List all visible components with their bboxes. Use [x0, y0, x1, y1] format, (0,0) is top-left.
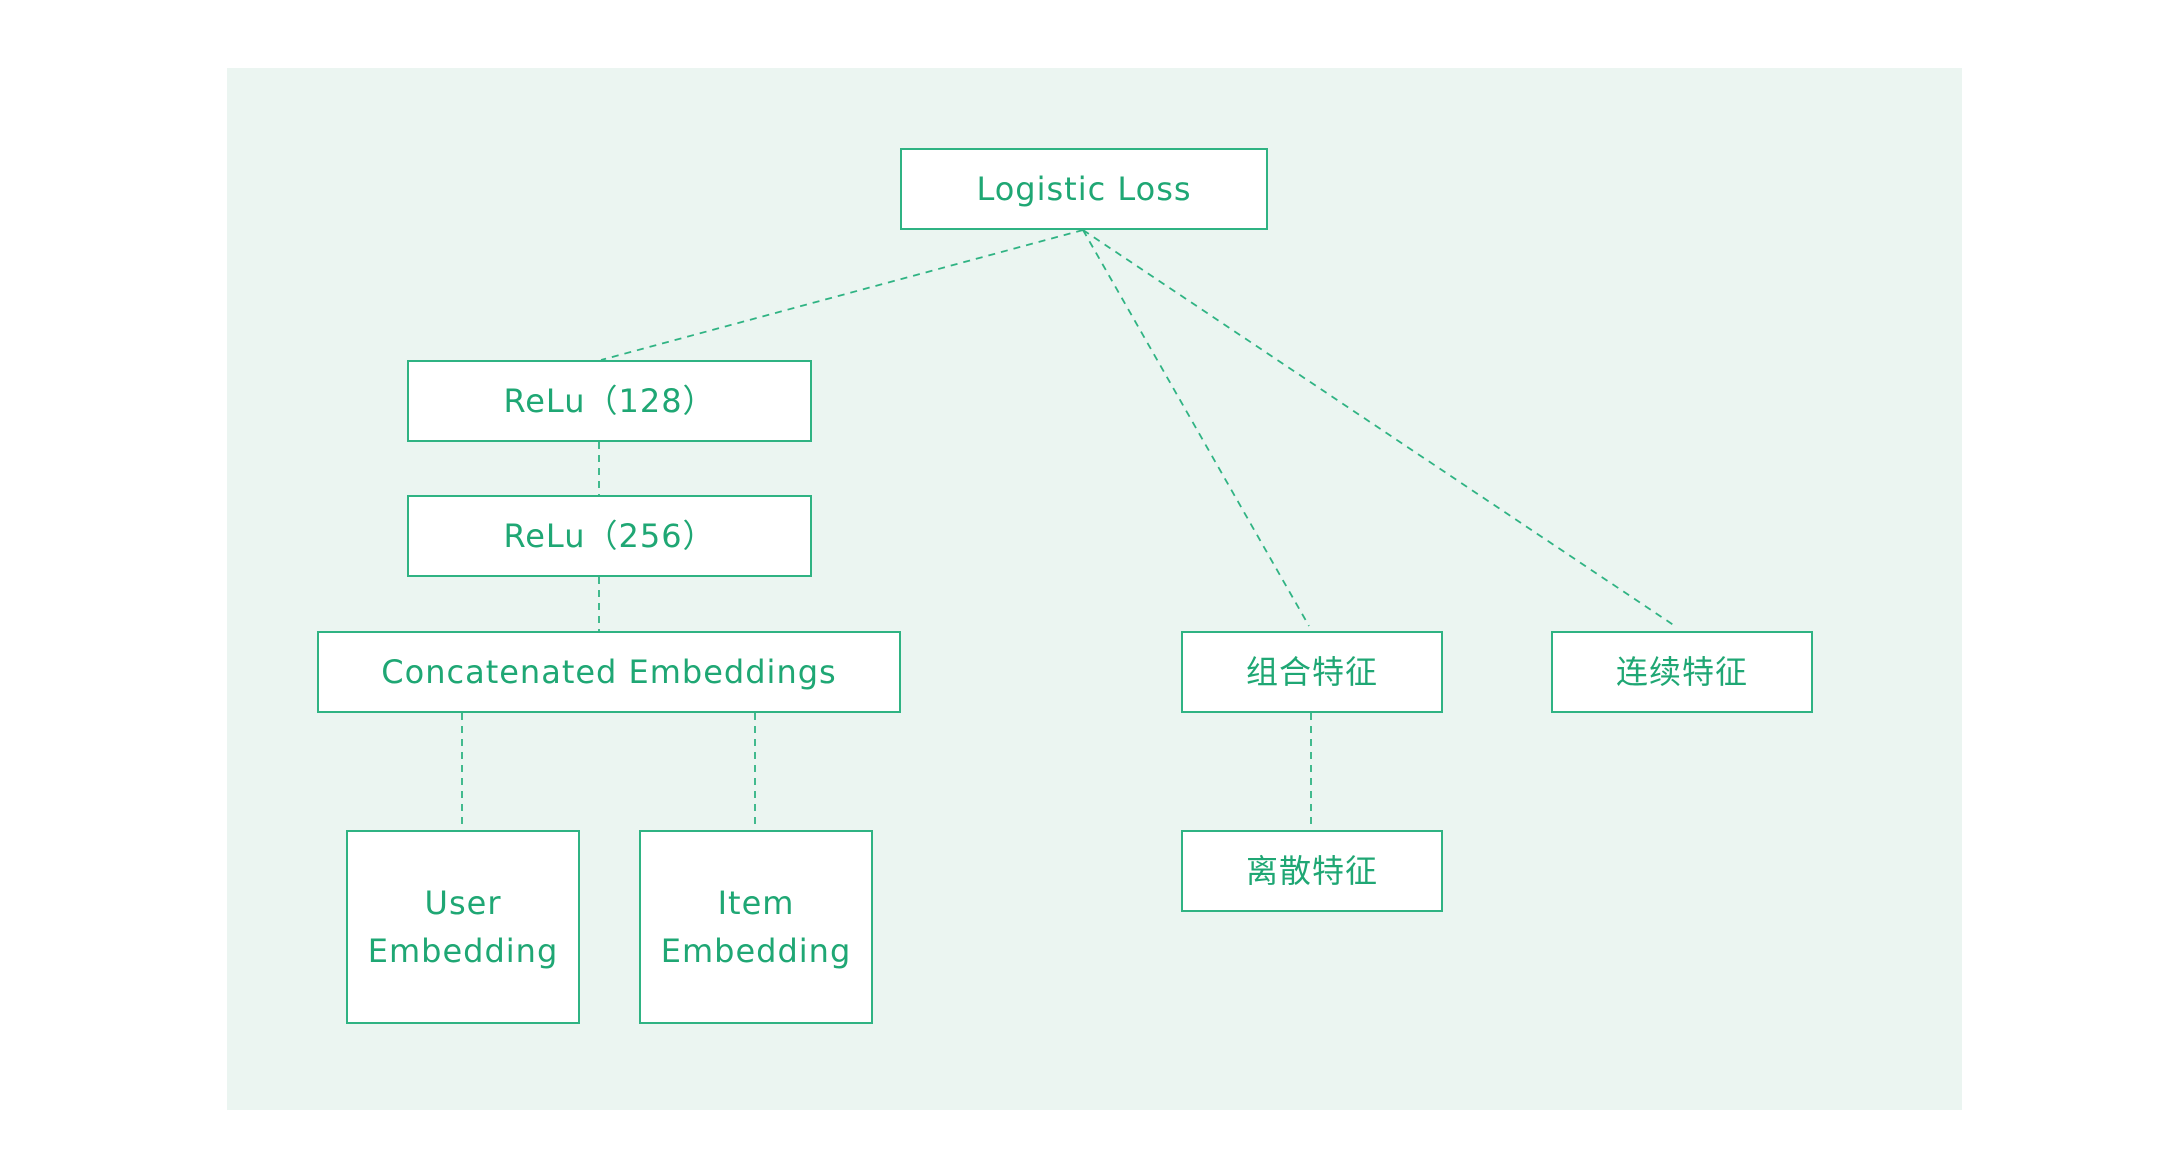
- relu-256-label: ReLu（256）: [503, 517, 716, 555]
- cross-features-node: 组合特征: [1181, 631, 1443, 713]
- relu-128-node: ReLu（128）: [407, 360, 812, 442]
- item-embedding-line-2: Embedding: [660, 932, 852, 970]
- discrete-features-node: 离散特征: [1181, 830, 1443, 912]
- discrete-features-label: 离散特征: [1245, 852, 1378, 890]
- edge-loss-continuous: [1082, 229, 1676, 627]
- logistic-loss-label: Logistic Loss: [976, 170, 1192, 208]
- continuous-features-label: 连续特征: [1615, 653, 1748, 691]
- user-embedding-label: User Embedding: [368, 879, 559, 975]
- item-embedding-node: Item Embedding: [639, 830, 873, 1024]
- edge-loss-cross: [1082, 229, 1310, 627]
- item-embedding-line-1: Item: [717, 884, 795, 922]
- edge-loss-relu128: [600, 229, 1084, 361]
- user-embedding-line-2: Embedding: [367, 932, 559, 970]
- relu-256-node: ReLu（256）: [407, 495, 812, 577]
- item-embedding-label: Item Embedding: [661, 879, 852, 975]
- concatenated-embeddings-label: Concatenated Embeddings: [381, 653, 837, 691]
- continuous-features-node: 连续特征: [1551, 631, 1813, 713]
- logistic-loss-node: Logistic Loss: [900, 148, 1268, 230]
- concatenated-embeddings-node: Concatenated Embeddings: [317, 631, 901, 713]
- user-embedding-node: User Embedding: [346, 830, 580, 1024]
- user-embedding-line-1: User: [424, 884, 502, 922]
- cross-features-label: 组合特征: [1245, 653, 1378, 691]
- relu-128-label: ReLu（128）: [503, 382, 716, 420]
